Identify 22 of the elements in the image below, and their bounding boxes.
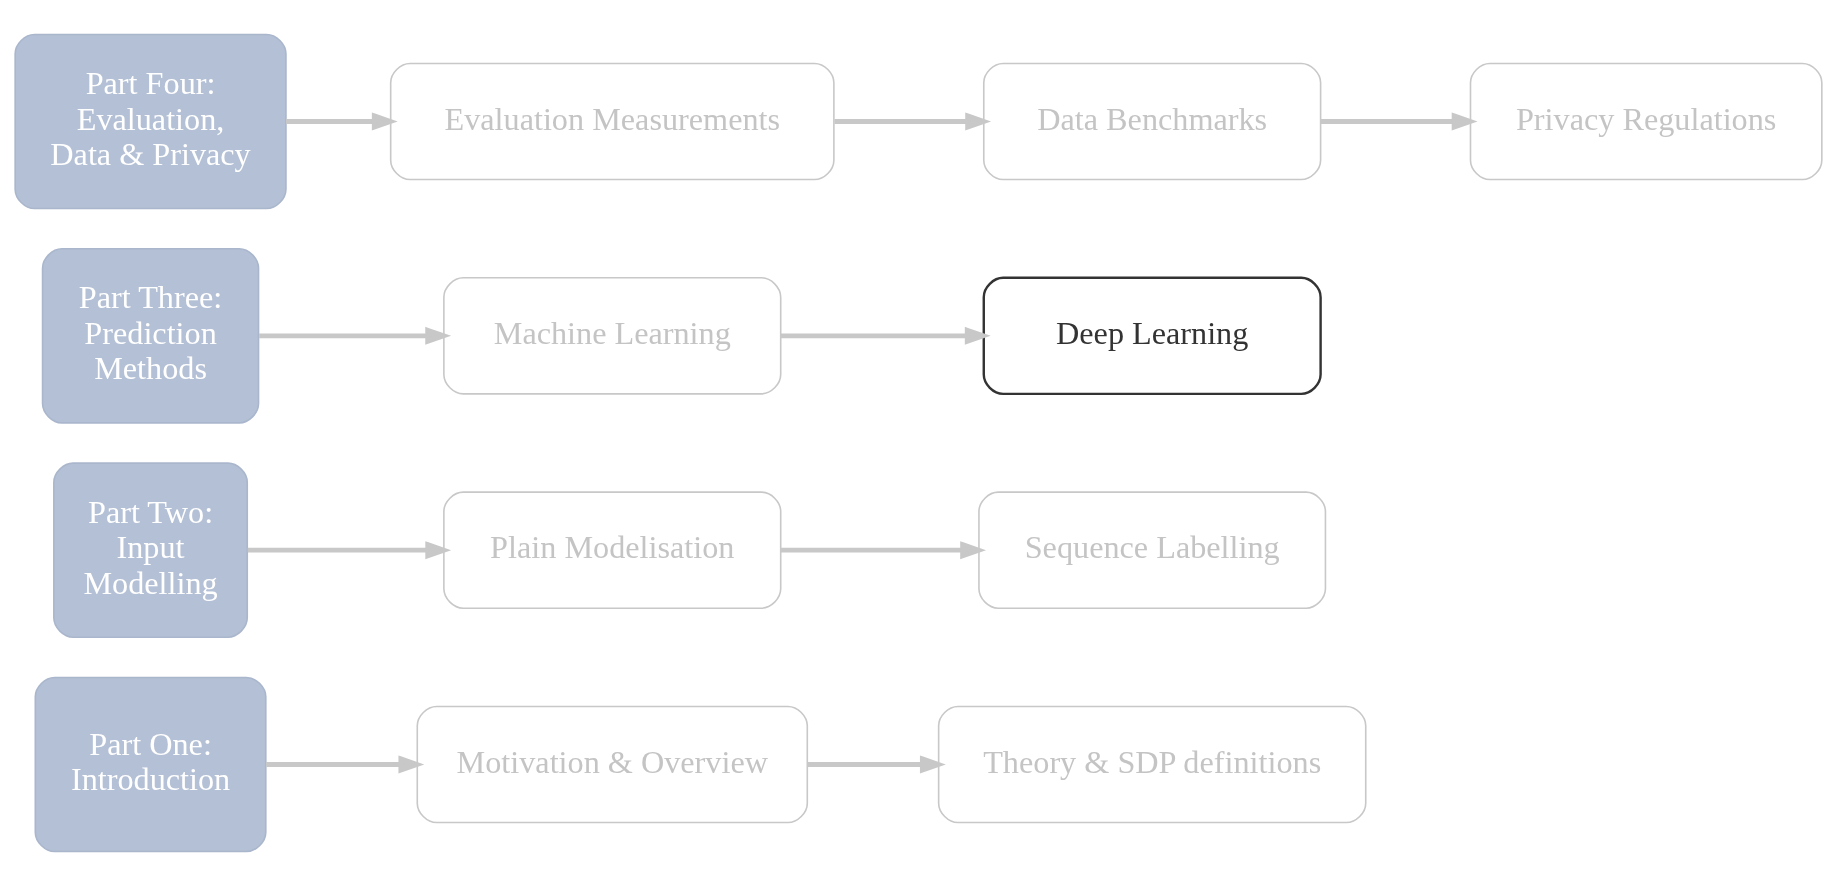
node-box: Deep Learning	[982, 276, 1322, 396]
node-box: Plain Modelisation	[443, 491, 782, 609]
node-box: Motivation & Overview	[416, 705, 809, 824]
node-box: Machine Learning	[443, 277, 782, 395]
arrow	[780, 326, 991, 345]
node-box: Part One: Introduction	[34, 676, 267, 853]
node-box: Sequence Labelling	[978, 491, 1327, 609]
node-box: Part Two: Input Modelling	[53, 462, 249, 638]
arrow	[247, 541, 452, 560]
node-box: Part Four: Evaluation, Data & Privacy	[14, 33, 287, 210]
node-box: Part Three: Prediction Methods	[41, 248, 260, 424]
arrow	[780, 541, 986, 560]
node-box: Data Benchmarks	[982, 62, 1322, 181]
arrow	[807, 755, 946, 774]
arrow	[259, 326, 452, 345]
node-box: Theory & SDP definitions	[937, 705, 1367, 824]
arrow	[286, 112, 398, 131]
node-box: Evaluation Measurements	[389, 62, 835, 181]
arrow	[1320, 112, 1478, 131]
arrow	[266, 755, 425, 774]
node-box: Privacy Regulations	[1469, 62, 1823, 181]
arrow	[834, 112, 992, 131]
